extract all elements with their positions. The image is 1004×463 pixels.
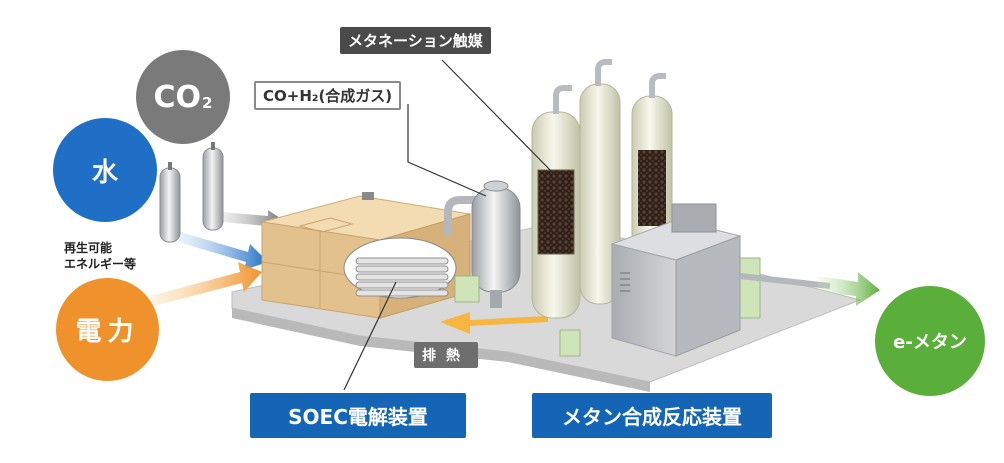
e-methane-output-circle: e-メタン [875, 286, 985, 396]
exhaust-heat-arrow [440, 312, 548, 334]
renewable-energy-label: 再生可能 エネルギー等 [64, 240, 194, 272]
processing-unit [610, 203, 742, 357]
exhaust-heat-callout: 排熱 [414, 342, 478, 368]
syngas-tank [471, 180, 521, 308]
water-input-circle: 水 [53, 118, 157, 222]
catalyst-callout: メタネーション触媒 [340, 27, 491, 54]
power-input-circle: 電力 [56, 278, 159, 381]
renewable-line-2: エネルギー等 [64, 257, 137, 271]
leader-syngas [407, 104, 487, 197]
water-arrow [178, 232, 268, 270]
syngas-callout: CO+H₂(合成ガス) [254, 81, 402, 110]
aux-box-3 [737, 257, 761, 319]
reactor-tower-back [579, 59, 621, 305]
methanation-unit-label: メタン合成反応装置 [532, 393, 772, 438]
power-arrow [150, 262, 262, 306]
soec-unit [261, 192, 471, 319]
co2-label: CO [153, 79, 202, 115]
reactor-tower-front [531, 85, 581, 319]
leader-soec [343, 281, 397, 391]
aux-box-1 [454, 275, 480, 303]
co2-subscript: 2 [202, 94, 213, 112]
output-arrow [818, 272, 880, 306]
aux-box-2 [559, 329, 581, 357]
soec-electrolyzer-label: SOEC電解装置 [250, 393, 466, 438]
leader-catalyst [441, 59, 557, 177]
gas-cylinders [159, 142, 224, 243]
syngas-pipe [444, 196, 478, 236]
renewable-line-1: 再生可能 [64, 241, 113, 255]
output-pipe [739, 273, 831, 289]
